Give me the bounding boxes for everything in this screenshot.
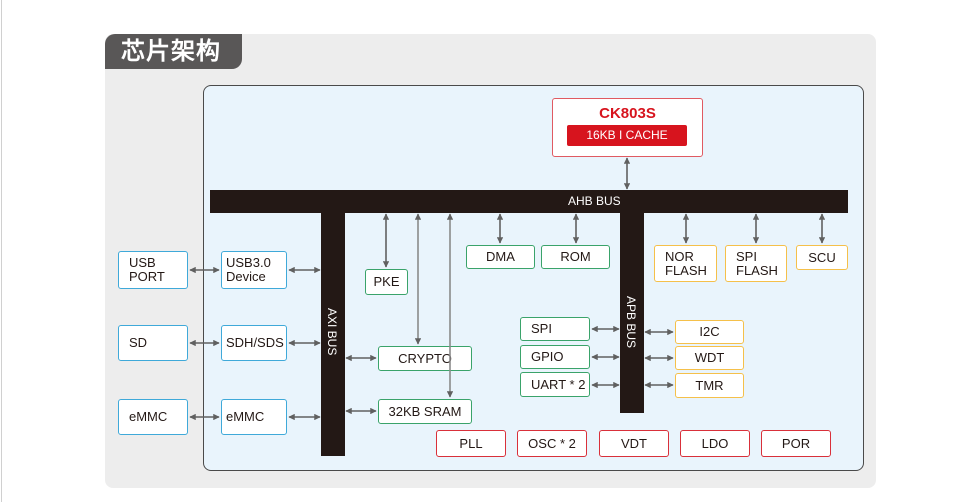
crypto-label: CRYPTO xyxy=(398,350,452,366)
ahb-bus-label: AHB BUS xyxy=(568,194,621,208)
uart-box: UART * 2 xyxy=(520,372,590,397)
page-edge-line xyxy=(1,0,2,502)
cpu-cache: 16KB I CACHE xyxy=(567,125,687,146)
wdt-box: WDT xyxy=(675,346,744,370)
sd-box: SD xyxy=(118,325,188,361)
emmc-controller-box: eMMC xyxy=(221,399,287,435)
gpio-label: GPIO xyxy=(531,349,564,364)
scu-box: SCU xyxy=(796,245,848,270)
dma-box: DMA xyxy=(466,245,535,269)
apb-bus: APB BUS xyxy=(620,190,644,413)
cpu-name: CK803S xyxy=(599,105,656,122)
osc-box: OSC * 2 xyxy=(517,430,587,457)
sdh-sds-box: SDH/SDS xyxy=(221,325,287,361)
axi-bus-label: AXI BUS xyxy=(325,308,339,356)
pke-box: PKE xyxy=(365,269,408,295)
apb-spi-box: SPI xyxy=(520,317,590,341)
rom-label: ROM xyxy=(560,249,591,264)
tmr-label: TMR xyxy=(695,377,724,393)
tmr-box: TMR xyxy=(675,373,744,398)
pll-label: PLL xyxy=(459,435,483,451)
pll-box: PLL xyxy=(436,430,506,457)
scu-label: SCU xyxy=(808,249,836,265)
ldo-label: LDO xyxy=(701,435,729,451)
sdh-sds-label: SDH/SDS xyxy=(226,335,284,350)
osc-label: OSC * 2 xyxy=(528,435,576,451)
vdt-box: VDT xyxy=(599,430,669,457)
sd-label: SD xyxy=(129,335,148,350)
apb-bus-label: APB BUS xyxy=(624,296,638,349)
pke-label: PKE xyxy=(373,274,400,289)
wdt-label: WDT xyxy=(694,350,725,365)
emmc-external-label: eMMC xyxy=(129,409,168,424)
apb-spi-label: SPI xyxy=(531,321,552,336)
crypto-box: CRYPTO xyxy=(378,346,472,371)
sram-box: 32KB SRAM xyxy=(378,399,472,424)
dma-label: DMA xyxy=(486,249,515,264)
section-title: 芯片架构 xyxy=(105,34,242,69)
por-label: POR xyxy=(781,435,811,451)
ldo-box: LDO xyxy=(680,430,750,457)
ahb-bus: AHB BUS xyxy=(210,190,848,213)
emmc-controller-label: eMMC xyxy=(226,409,265,424)
emmc-external-box: eMMC xyxy=(118,399,188,435)
axi-bus: AXI BUS xyxy=(321,190,345,456)
gpio-box: GPIO xyxy=(520,345,590,369)
por-box: POR xyxy=(761,430,831,457)
i2c-label: I2C xyxy=(699,324,720,339)
uart-label: UART * 2 xyxy=(531,376,586,392)
rom-box: ROM xyxy=(541,245,610,269)
i2c-box: I2C xyxy=(675,320,744,344)
sram-label: 32KB SRAM xyxy=(388,403,462,419)
cpu-block: CK803S 16KB I CACHE xyxy=(552,98,703,157)
vdt-label: VDT xyxy=(621,435,647,451)
